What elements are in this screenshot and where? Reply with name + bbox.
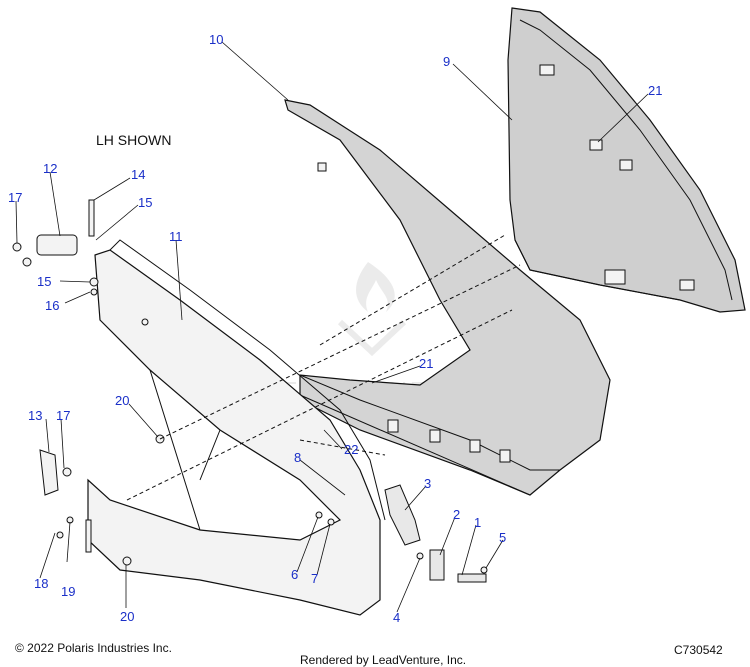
- callout-17-top: 17: [8, 190, 23, 205]
- callout-2: 2: [453, 507, 461, 522]
- part-11-door-frame: [87, 239, 386, 616]
- callout-21-top: 21: [648, 83, 663, 98]
- callout-12: 12: [43, 161, 58, 176]
- callout-4: 4: [393, 610, 401, 625]
- callout-6: 6: [291, 567, 299, 582]
- leader-lines: [15, 41, 649, 613]
- rendered-by-text: Rendered by LeadVenture, Inc.: [300, 653, 467, 667]
- callout-16: 16: [45, 298, 60, 313]
- callout-3: 3: [424, 476, 432, 491]
- callout-9: 9: [443, 54, 451, 69]
- callout-7: 7: [311, 571, 319, 586]
- callout-10: 10: [209, 32, 224, 47]
- callout-15-top: 15: [138, 195, 153, 210]
- latch-hardware: [315, 484, 488, 583]
- part-10-door-panel: [284, 99, 611, 496]
- callout-22: 22: [344, 442, 359, 457]
- callout-14: 14: [131, 167, 146, 182]
- part-9-side-panel: [507, 7, 746, 313]
- callout-20-top: 20: [115, 393, 130, 408]
- diagram-code: C730542: [674, 643, 723, 657]
- lh-shown-note: LH SHOWN: [96, 132, 172, 148]
- callout-18: 18: [34, 576, 49, 591]
- watermark-logo: [337, 262, 407, 357]
- copyright-text: © 2022 Polaris Industries Inc.: [15, 641, 172, 655]
- callout-20-bottom: 20: [120, 609, 135, 624]
- callout-8: 8: [294, 450, 302, 465]
- callout-15-mid: 15: [37, 274, 52, 289]
- hinge-hardware: [12, 199, 99, 553]
- callout-11: 11: [169, 229, 183, 244]
- callout-13: 13: [28, 408, 43, 423]
- callout-21-mid: 21: [419, 356, 434, 371]
- callout-17-bottom: 17: [56, 408, 71, 423]
- callout-5: 5: [499, 530, 507, 545]
- assembly-lines: [126, 234, 521, 501]
- callout-1: 1: [474, 515, 482, 530]
- callout-19: 19: [61, 584, 76, 599]
